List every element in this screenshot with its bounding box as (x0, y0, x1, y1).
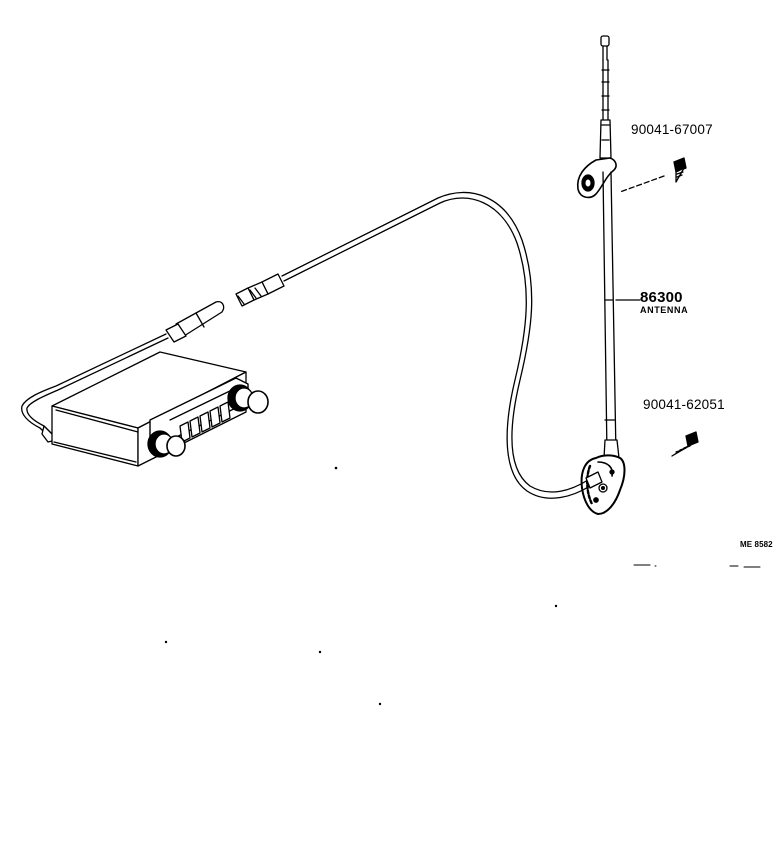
antenna-mast (599, 35, 612, 159)
screw-top (619, 157, 687, 193)
antenna-cable (281, 191, 603, 499)
antenna-upper-bracket (576, 157, 617, 199)
screw-top-part-number: 90041-67007 (631, 122, 713, 137)
scan-specks (164, 466, 761, 706)
screw-bottom (671, 431, 699, 457)
antenna-body (602, 171, 620, 459)
radio-antenna-socket (21, 300, 225, 443)
antenna-base (580, 454, 626, 515)
figure-code: ME 8582 (740, 540, 773, 549)
screw-bottom-part-number: 90041-62051 (643, 397, 725, 412)
antenna-plug (235, 273, 285, 307)
radio-receiver (51, 351, 269, 467)
antenna-part-name: ANTENNA (640, 305, 689, 315)
antenna-part-number: 86300 (640, 289, 683, 306)
